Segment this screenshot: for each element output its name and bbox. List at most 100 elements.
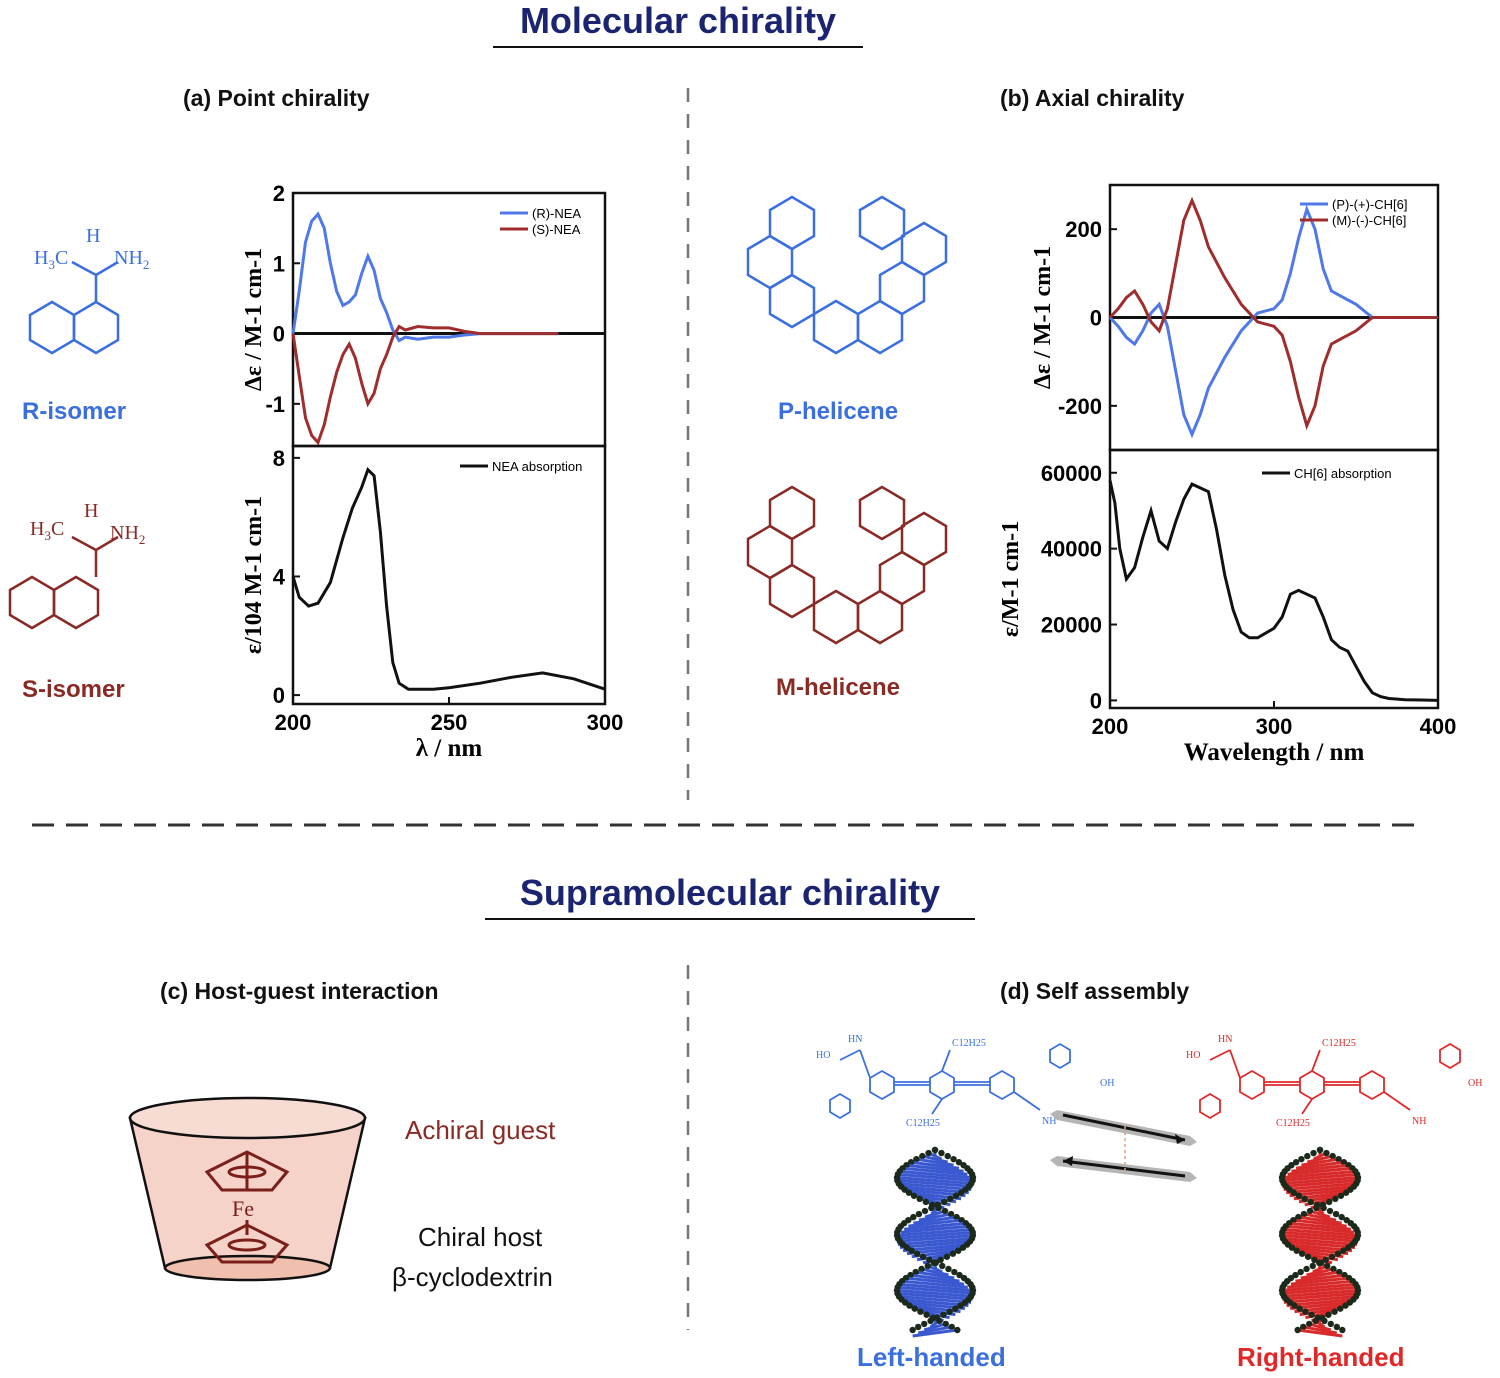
helix-rung: [902, 1279, 968, 1289]
helix-bead: [1306, 1320, 1313, 1328]
helix-bead: [1300, 1210, 1308, 1218]
helix-bead: [1331, 1308, 1338, 1315]
helix-bead: [1340, 1159, 1348, 1166]
helix-bead: [1293, 1247, 1300, 1254]
helix-bead: [1328, 1253, 1336, 1260]
helix-rung: [905, 1276, 965, 1286]
helix-bead: [954, 1326, 961, 1334]
series-line: [1108, 204, 1438, 439]
svg-text:C12H25: C12H25: [1322, 1038, 1356, 1049]
plot-frame: [1108, 448, 1440, 710]
r-h-label: H: [86, 225, 100, 247]
helix-bead: [905, 1189, 913, 1196]
helix-bead: [1309, 1262, 1316, 1270]
right-handed-label: Right-handed: [1237, 1342, 1405, 1372]
helix-bead: [1312, 1317, 1319, 1325]
left-handed-helix: [893, 1146, 977, 1338]
helix-rung: [897, 1285, 973, 1295]
right-handed-helix: [1278, 1146, 1362, 1338]
helix-rung: [1295, 1160, 1345, 1170]
y-tick-label: 0: [273, 683, 285, 708]
helix-rung: [1282, 1179, 1358, 1189]
helix-bead: [922, 1198, 929, 1206]
helix-bead: [952, 1305, 959, 1312]
equilibrium-arrows-icon: [1050, 1110, 1197, 1182]
helix-rung: [901, 1297, 969, 1307]
helix-rung: [910, 1160, 960, 1170]
molecular-chirality-title: Molecular chirality: [493, 0, 863, 48]
helix-rung: [921, 1154, 949, 1164]
y-tick-label: 8: [273, 446, 285, 471]
helix-rung: [1284, 1169, 1356, 1179]
helix-rung: [923, 1322, 947, 1332]
y-tick-label: -1: [265, 392, 285, 417]
helix-bead: [923, 1311, 930, 1318]
y-axis-label: Δε / M-1 cm-1: [241, 248, 267, 391]
helix-bead: [1302, 1308, 1309, 1315]
helix-rung: [899, 1240, 971, 1250]
helix-rung: [910, 1273, 960, 1283]
helix-bead: [1323, 1149, 1330, 1157]
panel-a-title: (a) Point chirality: [183, 85, 370, 111]
helix-rung: [903, 1221, 967, 1231]
helix-bead: [912, 1268, 919, 1276]
x-tick-label: 300: [587, 710, 624, 735]
helix-bead: [952, 1192, 960, 1199]
p-helicene-structure: [746, 195, 948, 355]
helix-bead: [1295, 1192, 1303, 1199]
y-tick-label: 60000: [1041, 461, 1102, 486]
series-line: [291, 466, 606, 691]
helix-bead: [1339, 1326, 1346, 1334]
helix-rung: [902, 1166, 968, 1176]
x-tick-label: 400: [1420, 714, 1457, 739]
helix-bead: [925, 1149, 932, 1157]
y-tick-label: 0: [1090, 688, 1102, 713]
helix-bead: [955, 1247, 962, 1254]
helix-rung: [1297, 1328, 1343, 1338]
helix-rung: [900, 1224, 970, 1234]
svg-text:OH: OH: [1100, 1078, 1114, 1089]
helix-bead: [1325, 1311, 1332, 1318]
x-tick-label: 200: [1092, 714, 1129, 739]
helix-rung: [1301, 1157, 1339, 1167]
helix-bead: [1337, 1192, 1345, 1199]
svg-text:HO: HO: [816, 1050, 830, 1061]
helix-rung: [1288, 1221, 1352, 1231]
helix-bead: [939, 1262, 946, 1270]
p-helicene-label: P-helicene: [778, 398, 899, 425]
helix-rung: [915, 1270, 955, 1280]
svg-text:HN: HN: [848, 1034, 862, 1045]
r-isomer-structure: H3C H NH2: [28, 225, 149, 355]
helix-rung: [1282, 1230, 1358, 1240]
helix-bead: [1291, 1302, 1298, 1309]
helix-bead: [1321, 1317, 1328, 1325]
helix-rung: [1295, 1273, 1345, 1283]
s-isomer-label: S-isomer: [22, 676, 125, 703]
helix-bead: [911, 1305, 918, 1312]
helix-rung: [898, 1182, 972, 1192]
helix-bead: [919, 1152, 926, 1160]
helix-bead: [937, 1256, 944, 1264]
helix-bead: [944, 1152, 951, 1160]
helix-assemblies: [893, 1146, 1362, 1338]
helix-bead: [1342, 1189, 1350, 1196]
panel-d-title: (d) Self assembly: [1000, 978, 1190, 1004]
helix-bead: [907, 1159, 915, 1166]
y-axis-label: Δε / M-1 cm-1: [1030, 246, 1056, 389]
y-tick-label: 20000: [1041, 613, 1102, 638]
helix-bead: [1340, 1247, 1347, 1254]
svg-text:C12H25: C12H25: [952, 1038, 986, 1049]
helix-bead: [941, 1207, 949, 1215]
helix-bead: [1303, 1265, 1310, 1273]
helix-bead: [1313, 1204, 1320, 1212]
helix-bead: [910, 1192, 918, 1199]
s-h3c-label: H3C: [30, 518, 64, 543]
svg-text:C12H25: C12H25: [906, 1118, 940, 1129]
helix-rung: [1302, 1325, 1338, 1335]
helix-bead: [1338, 1213, 1345, 1221]
helix-bead: [1294, 1326, 1301, 1334]
